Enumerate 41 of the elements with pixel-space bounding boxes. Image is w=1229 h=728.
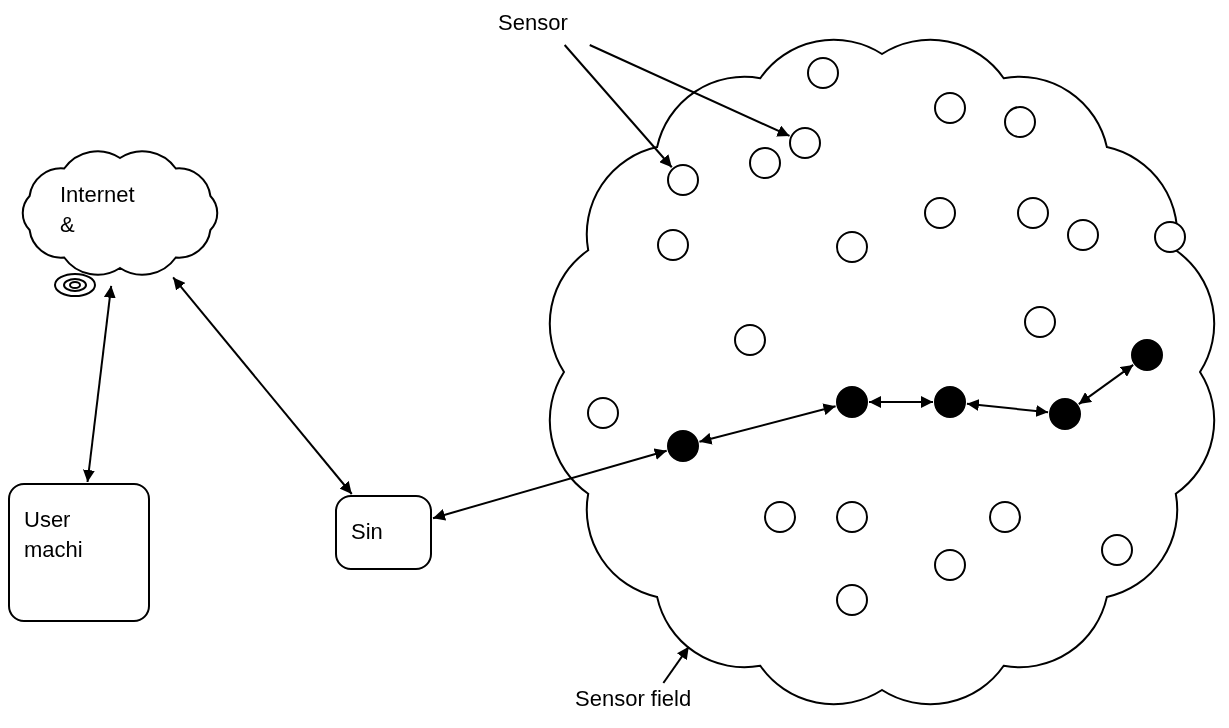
sensor-circle: [587, 397, 619, 429]
sensor-circle: [749, 147, 781, 179]
double-arrow: [172, 276, 353, 495]
relay-node-dot: [836, 386, 868, 418]
sensor-circle: [836, 231, 868, 263]
cloud-label: Internet &: [60, 181, 136, 239]
sensor-circle: [1017, 197, 1049, 229]
leader-line: [662, 645, 690, 684]
sensor-circle: [1154, 221, 1186, 253]
sensor-circle: [836, 501, 868, 533]
sensor-circle: [789, 127, 821, 159]
relay-node-dot: [1131, 339, 1163, 371]
relay-node-dot: [667, 430, 699, 462]
process-box: User machi: [8, 483, 150, 622]
leader-line: [563, 44, 673, 169]
double-arrow: [83, 284, 116, 483]
relay-node-dot: [1049, 398, 1081, 430]
sensor-circle: [934, 92, 966, 124]
double-arrow: [1077, 363, 1135, 406]
sensor-circle: [1004, 106, 1036, 138]
sensor-circle: [1101, 534, 1133, 566]
sensor-circle: [934, 549, 966, 581]
double-arrow: [965, 399, 1050, 417]
relay-node-dot: [934, 386, 966, 418]
sensor-circle: [1024, 306, 1056, 338]
double-arrow: [432, 448, 668, 521]
leader-line: [588, 44, 791, 137]
sensor-circle: [989, 501, 1021, 533]
process-box: Sin: [335, 495, 432, 570]
sensor-circle: [734, 324, 766, 356]
sensor-circle: [807, 57, 839, 89]
sensor-circle: [1067, 219, 1099, 251]
double-arrow: [698, 403, 837, 445]
sensor-circle: [924, 197, 956, 229]
callout-label: Sensor: [498, 8, 598, 44]
sensor-circle: [657, 229, 689, 261]
sensor-circle: [836, 584, 868, 616]
sensor-circle: [764, 501, 796, 533]
callout-label: Sensor field: [575, 684, 725, 720]
sensor-circle: [667, 164, 699, 196]
double-arrow: [868, 396, 934, 408]
